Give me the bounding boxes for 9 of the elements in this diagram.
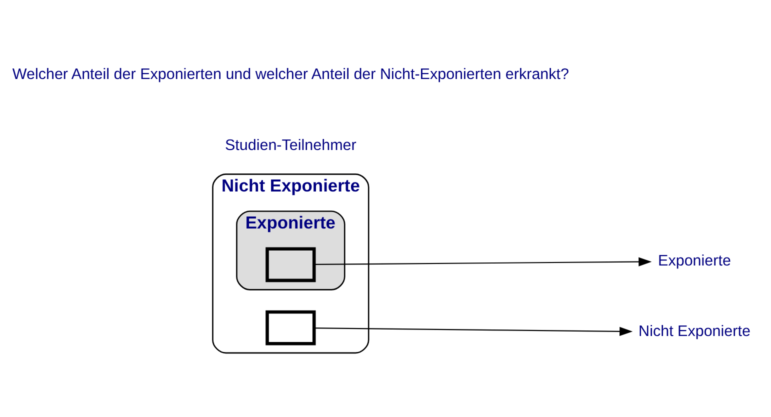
label: Welcher Anteil der Exponierten und welcher Anteil der Nicht-Exponierten erkrankt?	[12, 66, 569, 84]
label: Studien-Teilnehmer	[224, 136, 356, 154]
node-text: Nicht Exponierte	[638, 323, 750, 340]
node-box	[266, 247, 316, 282]
cluster: Exponierte	[236, 210, 346, 290]
arrow	[314, 326, 633, 336]
node-box	[266, 310, 316, 346]
arrow	[314, 257, 652, 266]
node-text: Exponierte	[658, 252, 731, 270]
